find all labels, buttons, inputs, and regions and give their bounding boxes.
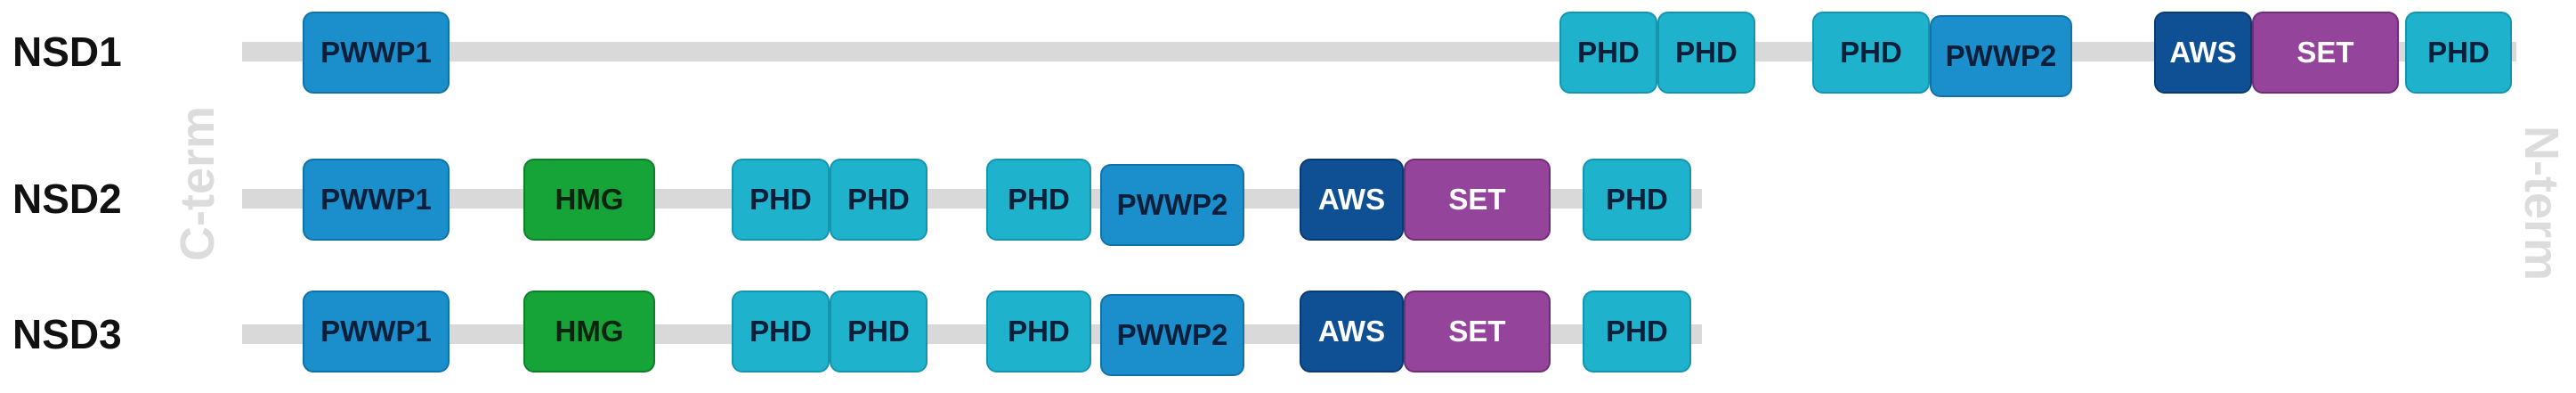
domain-box-phd: PHD bbox=[830, 291, 928, 373]
c-term-label: C-term bbox=[171, 105, 224, 262]
domain-box-hmg: HMG bbox=[523, 291, 655, 373]
n-term-label: N-term bbox=[2515, 125, 2568, 282]
protein-name-label: NSD1 bbox=[12, 29, 122, 75]
domain-box-pwwp1: PWWP1 bbox=[303, 159, 450, 241]
domain-box-phd: PHD bbox=[2405, 12, 2512, 94]
domain-box-hmg: HMG bbox=[523, 159, 655, 241]
domain-box-phd: PHD bbox=[986, 159, 1091, 241]
domain-box-set: SET bbox=[1404, 291, 1551, 373]
protein-name-label: NSD2 bbox=[12, 176, 122, 222]
domain-box-phd: PHD bbox=[1583, 291, 1691, 373]
domain-box-pwwp2: PWWP2 bbox=[1100, 294, 1244, 376]
domain-box-phd: PHD bbox=[732, 159, 830, 241]
domain-box-phd: PHD bbox=[732, 291, 830, 373]
domain-box-phd: PHD bbox=[830, 159, 928, 241]
domain-box-phd: PHD bbox=[1583, 159, 1691, 241]
domain-box-aws: AWS bbox=[1300, 291, 1404, 373]
domain-box-aws: AWS bbox=[2154, 12, 2252, 94]
domain-box-phd: PHD bbox=[1559, 12, 1657, 94]
domain-box-phd: PHD bbox=[1812, 12, 1930, 94]
domain-box-set: SET bbox=[1404, 159, 1551, 241]
domain-box-pwwp2: PWWP2 bbox=[1930, 15, 2072, 97]
protein-name-label: NSD3 bbox=[12, 311, 122, 357]
domain-box-pwwp1: PWWP1 bbox=[303, 291, 450, 373]
domain-box-pwwp1: PWWP1 bbox=[303, 12, 450, 94]
domain-box-pwwp2: PWWP2 bbox=[1100, 164, 1244, 246]
domain-box-aws: AWS bbox=[1300, 159, 1404, 241]
domain-box-phd: PHD bbox=[986, 291, 1091, 373]
domain-box-phd: PHD bbox=[1657, 12, 1755, 94]
domain-box-set: SET bbox=[2252, 12, 2399, 94]
